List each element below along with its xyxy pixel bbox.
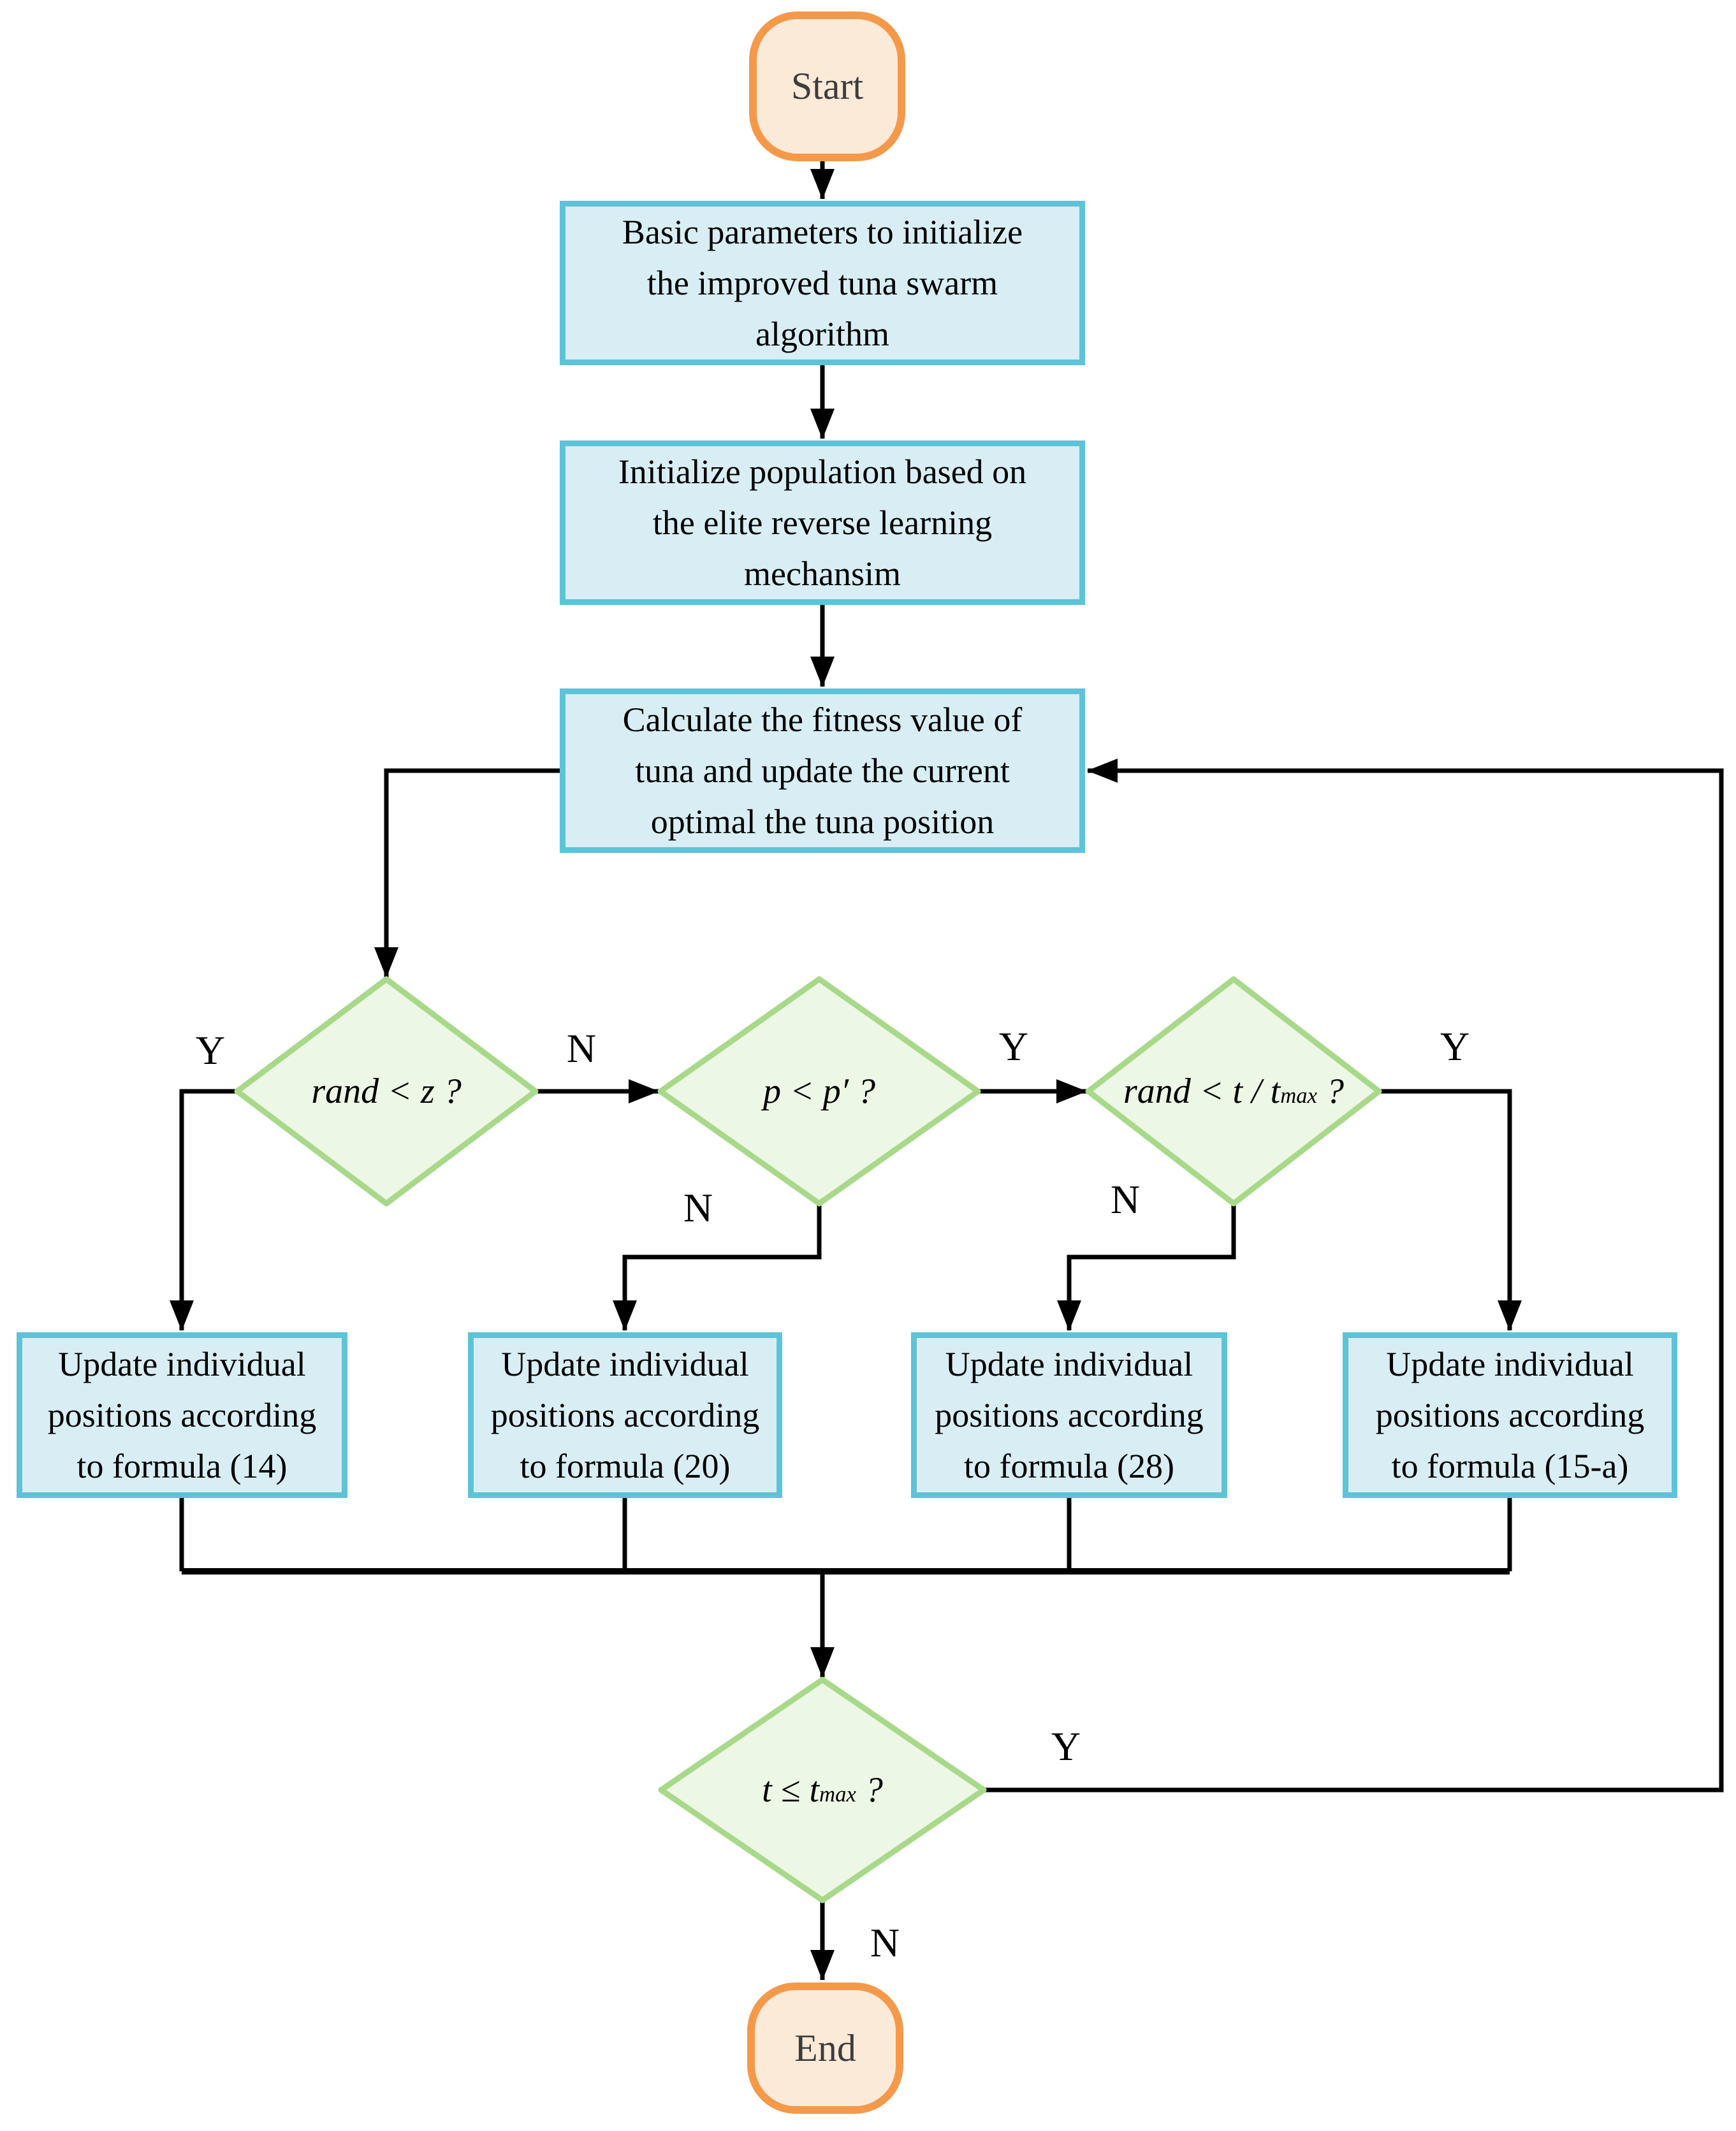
- rand-t-yes-label: Y: [1440, 1024, 1470, 1069]
- init-params-line: Basic parameters to initialize: [622, 213, 1023, 251]
- end-label: End: [794, 2026, 856, 2069]
- p-p-diamond-label: p < p′ ?: [762, 1072, 876, 1111]
- edge-t-tmax-yes-loop-to-fitness: [984, 759, 1724, 1793]
- update-14-line: positions according: [47, 1396, 317, 1434]
- rand-t-text: rand < t / t: [1123, 1072, 1281, 1111]
- init-population-line: Initialize population based on: [618, 453, 1027, 491]
- fitness-line: optimal the tuna position: [650, 803, 995, 841]
- rand-z-yes-label: Y: [195, 1028, 226, 1073]
- rand-t-subscript: max: [1280, 1083, 1318, 1108]
- rand-t-diamond-shape: [1085, 976, 1382, 1207]
- edge-p-p-no-to-update20: [613, 1204, 822, 1331]
- update-28-line: Update individual: [945, 1345, 1193, 1383]
- rand-t-question: ?: [1317, 1072, 1345, 1111]
- fitness-line: tuna and update the current: [635, 752, 1010, 790]
- start-node: Start: [749, 11, 905, 161]
- rand-z-diamond-label: rand < z ?: [311, 1072, 462, 1111]
- t-tmax-subscript: max: [819, 1782, 856, 1807]
- init-params-line: the improved tuna swarm: [646, 264, 998, 302]
- update-formula-15a-box: Update individual positions according to…: [1343, 1332, 1677, 1498]
- update-20-line: to formula (20): [520, 1447, 731, 1485]
- end-node: End: [747, 1982, 903, 2114]
- t-tmax-text: t ≤ t: [762, 1770, 820, 1810]
- update-15a-line: Update individual: [1386, 1345, 1634, 1383]
- update-14-line: to formula (14): [77, 1447, 288, 1485]
- update-28-line: positions according: [935, 1396, 1204, 1434]
- init-population-line: the elite reverse learning: [652, 504, 993, 542]
- rand-t-no-label: N: [1110, 1177, 1141, 1222]
- update-28-line: to formula (28): [964, 1447, 1174, 1485]
- update-15a-line: to formula (15-a): [1391, 1447, 1629, 1485]
- init-params-line: algorithm: [755, 315, 889, 353]
- update-formula-28-box: Update individual positions according to…: [911, 1332, 1227, 1498]
- p-p-diamond-shape: [657, 976, 981, 1207]
- update-formula-14-box: Update individual positions according to…: [17, 1332, 347, 1498]
- edge-fitness-to-rand-z: [374, 768, 560, 978]
- start-label: Start: [791, 65, 864, 107]
- init-population-box: Initialize population based on the elite…: [560, 440, 1085, 605]
- rand-z-no-label: N: [566, 1026, 597, 1071]
- fitness-box: Calculate the fitness value of tuna and …: [560, 688, 1085, 853]
- p-p-no-label: N: [683, 1185, 713, 1230]
- update-formula-20-box: Update individual positions according to…: [468, 1332, 782, 1498]
- edge-rand-z-yes-to-update14: [170, 1089, 237, 1331]
- update-15a-line: positions according: [1375, 1396, 1645, 1434]
- update-20-line: positions according: [490, 1396, 760, 1434]
- fitness-line: Calculate the fitness value of: [622, 701, 1023, 739]
- init-population-line: mechansim: [744, 555, 901, 593]
- p-p-yes-label: Y: [998, 1024, 1029, 1069]
- update-20-line: Update individual: [501, 1345, 749, 1383]
- t-tmax-diamond-shape: [658, 1676, 987, 1903]
- update-14-line: Update individual: [58, 1345, 306, 1383]
- edge-rand-t-yes-to-update15a: [1379, 1089, 1522, 1331]
- t-tmax-diamond-label: t ≤ tmax ?: [762, 1770, 883, 1810]
- t-tmax-yes-label: Y: [1051, 1724, 1081, 1769]
- rand-z-diamond-shape: [234, 976, 539, 1207]
- t-tmax-no-label: N: [870, 1920, 900, 1965]
- edge-rand-t-no-to-update28: [1057, 1204, 1236, 1331]
- rand-t-diamond-label: rand < t / tmax ?: [1123, 1071, 1344, 1112]
- t-tmax-question: ?: [856, 1770, 883, 1810]
- init-params-box: Basic parameters to initialize the impro…: [560, 201, 1085, 365]
